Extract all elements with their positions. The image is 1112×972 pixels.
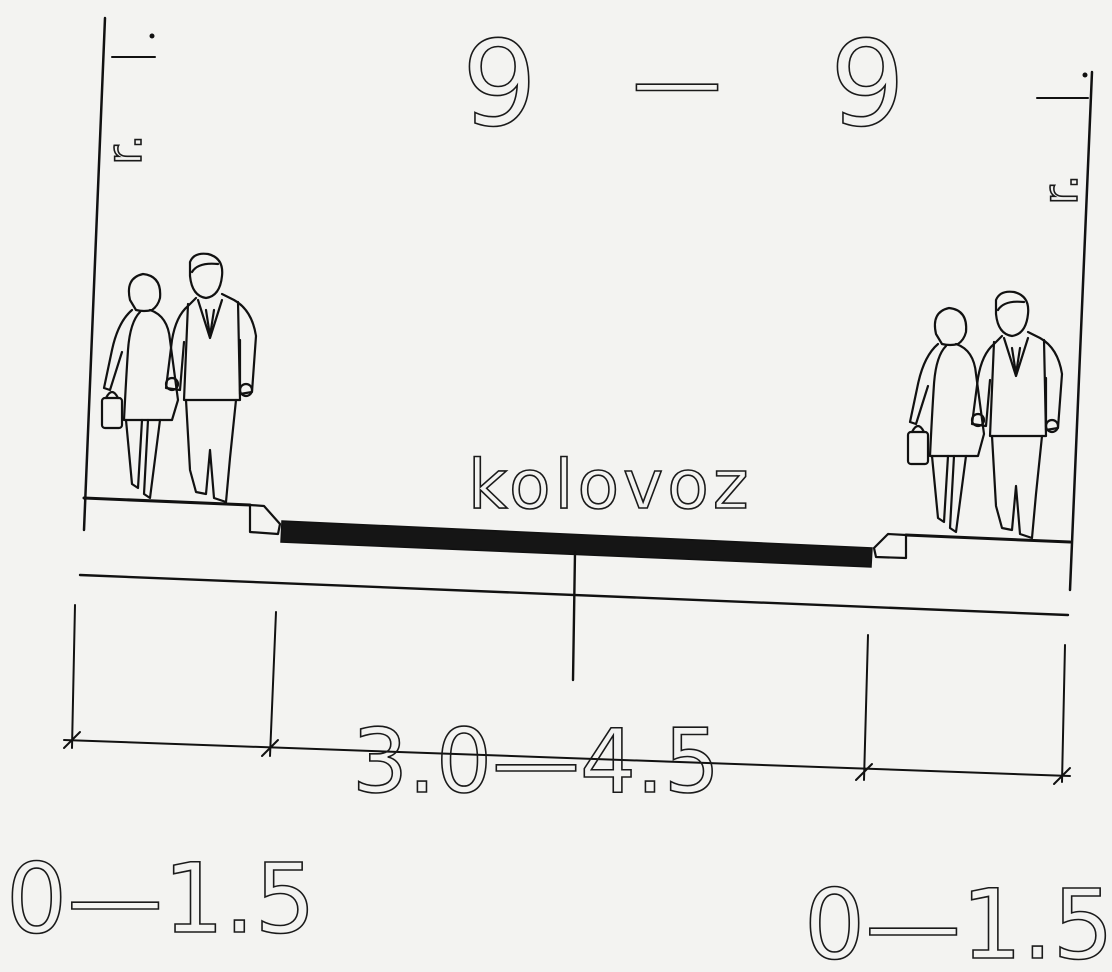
right-boundary: r.: [1032, 70, 1094, 592]
roadway-asphalt: [280, 520, 873, 568]
pedestrian-woman-right: [906, 306, 986, 534]
dim-tick-4: [1053, 767, 1071, 785]
section-title-left: 9: [462, 15, 537, 153]
road-axis-line: [571, 550, 577, 682]
section-title-dash: —: [632, 29, 722, 134]
left-boundary-line: [82, 16, 107, 532]
right-curb: [872, 532, 908, 560]
dim-main-line: [63, 739, 1071, 777]
right-sidewalk-surface: [904, 533, 1072, 544]
section-title-right: 9: [830, 15, 905, 153]
right-marker-label: r.: [1033, 174, 1089, 205]
pedestrian-woman-left: [100, 272, 180, 500]
pedestrians-right: [906, 290, 1064, 540]
left-marker-dot: [149, 33, 155, 39]
right-sidewalk-dimension: 0—1.5: [804, 869, 1112, 972]
dim-ext-right-outer: [1061, 644, 1066, 783]
right-marker-dot: [1082, 72, 1088, 78]
pedestrian-man-left: [164, 252, 258, 504]
dim-ext-left-outer: [71, 604, 76, 749]
dim-tick-1: [63, 731, 81, 749]
left-sidewalk-dimension: 0—1.5: [6, 843, 316, 955]
dim-tick-2: [261, 739, 279, 757]
left-curb: [248, 503, 282, 536]
left-marker-label: r.: [97, 134, 153, 165]
pedestrians-left: [100, 252, 258, 504]
pedestrian-man-right: [970, 290, 1064, 540]
dim-tick-3: [855, 763, 873, 781]
dim-ext-right-inner: [863, 634, 869, 781]
left-sidewalk-surface: [82, 496, 252, 507]
left-boundary: r.: [82, 16, 156, 532]
right-boundary-line: [1068, 70, 1094, 592]
section-title: 9 — 9: [461, 14, 906, 154]
dimension-lines: [63, 604, 1071, 785]
road-width-dimension: 3.0—4.5: [352, 710, 720, 813]
road-label: kolovoz: [468, 446, 753, 525]
dim-ext-left-inner: [269, 611, 277, 757]
street-profile: [78, 496, 1072, 682]
